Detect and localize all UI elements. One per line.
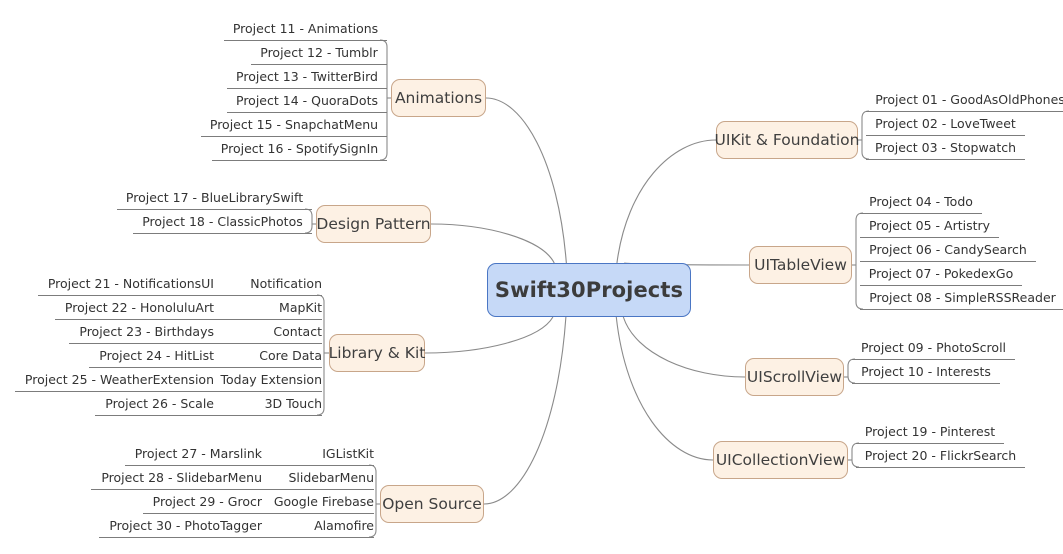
leaf-item[interactable]: Project 29 - Grocr Google Firebase: [143, 492, 374, 514]
branch-node-uikit-foundation[interactable]: UIKit & Foundation: [714, 121, 860, 159]
leaf-item[interactable]: Project 05 - Artistry: [860, 216, 999, 238]
root-node-label: Swift30Projects: [494, 278, 684, 302]
leaf-project-name: Project 09 - PhotoScroll: [860, 340, 1007, 355]
leaf-item[interactable]: Project 23 - Birthdays Contact: [69, 322, 322, 344]
leaf-project-name: Project 16 - SpotifySignIn: [220, 141, 379, 156]
branch-node-design-pattern[interactable]: Design Pattern: [316, 205, 431, 243]
leaf-item[interactable]: Project 25 - WeatherExtension Today Exten…: [15, 370, 322, 392]
leaf-project-name: Project 04 - Todo: [869, 194, 973, 209]
leaf-item[interactable]: Project 15 - SnapchatMenu: [201, 115, 387, 137]
leaf-project-name: Project 21 - NotificationsUI: [47, 276, 214, 291]
leaf-item[interactable]: Project 24 - HitList Core Data: [89, 346, 322, 368]
leaf-project-name: Project 19 - Pinterest: [864, 424, 996, 439]
leaf-project-name: Project 02 - LoveTweet: [875, 116, 1016, 131]
leaf-framework-tag: SlidebarMenu: [288, 470, 374, 485]
leaf-item[interactable]: Project 19 - Pinterest: [856, 422, 1004, 444]
leaf-item[interactable]: Project 04 - Todo: [860, 192, 982, 214]
leaf-item[interactable]: Project 01 - GoodAsOldPhones: [866, 90, 1063, 112]
leaf-framework-tag: Core Data: [259, 348, 322, 363]
leaf-item[interactable]: Project 26 - Scale 3D Touch: [95, 394, 322, 416]
leaf-item[interactable]: Project 12 - Tumblr: [251, 43, 387, 65]
leaf-project-name: Project 27 - Marslink: [134, 446, 262, 461]
leaf-project-name: Project 28 - SlidebarMenu: [101, 470, 262, 485]
leaf-project-name: Project 20 - FlickrSearch: [864, 448, 1017, 463]
leaf-project-name: Project 03 - Stopwatch: [874, 140, 1017, 155]
branch-node-label: Open Source: [382, 495, 482, 513]
branch-node-uicollectionview[interactable]: UICollectionView: [713, 441, 848, 479]
leaf-item[interactable]: Project 06 - CandySearch: [860, 240, 1036, 262]
leaf-project-name: Project 08 - SimpleRSSReader: [869, 290, 1056, 305]
leaf-item[interactable]: Project 20 - FlickrSearch: [856, 446, 1025, 468]
leaf-item[interactable]: Project 02 - LoveTweet: [866, 114, 1025, 136]
leaf-project-name: Project 24 - HitList: [99, 348, 214, 363]
leaf-project-name: Project 06 - CandySearch: [869, 242, 1027, 257]
leaf-item[interactable]: Project 09 - PhotoScroll: [852, 338, 1015, 360]
leaf-project-name: Project 05 - Artistry: [868, 218, 991, 233]
leaf-item[interactable]: Project 27 - Marslink IGListKit: [125, 444, 374, 466]
leaf-framework-tag: MapKit: [279, 300, 322, 315]
leaf-item[interactable]: Project 08 - SimpleRSSReader: [860, 288, 1063, 310]
leaf-project-name: Project 17 - BlueLibrarySwift: [125, 190, 304, 205]
leaf-item[interactable]: Project 18 - ClassicPhotos: [133, 212, 312, 234]
branch-node-label: UIScrollView: [746, 368, 843, 386]
branch-node-library-kit[interactable]: Library & Kit: [329, 334, 425, 372]
leaf-item[interactable]: Project 17 - BlueLibrarySwift: [117, 188, 312, 210]
leaf-project-name: Project 26 - Scale: [105, 396, 214, 411]
branch-node-uitableview[interactable]: UITableView: [749, 246, 852, 284]
leaf-item[interactable]: Project 16 - SpotifySignIn: [212, 139, 387, 161]
leaf-project-name: Project 22 - HonoluluArt: [64, 300, 214, 315]
leaf-framework-tag: Today Extension: [220, 372, 323, 387]
branch-node-open-source[interactable]: Open Source: [380, 485, 484, 523]
leaf-project-name: Project 10 - Interests: [861, 364, 991, 379]
branch-node-label: Library & Kit: [328, 344, 426, 362]
branch-node-animations[interactable]: Animations: [391, 79, 486, 117]
branch-node-label: UITableView: [754, 256, 847, 274]
leaf-project-name: Project 07 - PokedexGo: [868, 266, 1014, 281]
leaf-project-name: Project 13 - TwitterBird: [236, 69, 378, 84]
leaf-framework-tag: Alamofire: [314, 518, 374, 533]
leaf-item[interactable]: Project 07 - PokedexGo: [860, 264, 1022, 286]
leaf-framework-tag: Contact: [273, 324, 322, 339]
leaf-framework-tag: Notification: [250, 276, 322, 291]
root-node[interactable]: Swift30Projects: [487, 263, 691, 317]
leaf-item[interactable]: Project 22 - HonoluluArt MapKit: [55, 298, 322, 320]
leaf-framework-tag: IGListKit: [322, 446, 374, 461]
leaf-project-name: Project 11 - Animations: [232, 21, 379, 36]
leaf-item[interactable]: Project 11 - Animations: [224, 19, 387, 41]
leaf-item[interactable]: Project 28 - SlidebarMenu SlidebarMenu: [91, 468, 374, 490]
leaf-item[interactable]: Project 13 - TwitterBird: [227, 67, 387, 89]
branch-node-label: UIKit & Foundation: [714, 131, 860, 149]
leaf-project-name: Project 29 - Grocr: [152, 494, 262, 509]
leaf-project-name: Project 18 - ClassicPhotos: [142, 214, 303, 229]
branch-node-label: Design Pattern: [316, 215, 431, 233]
leaf-item[interactable]: Project 30 - PhotoTagger Alamofire: [99, 516, 374, 538]
branch-node-uiscrollview[interactable]: UIScrollView: [745, 358, 844, 396]
leaf-project-name: Project 25 - WeatherExtension: [24, 372, 214, 387]
branch-node-label: UICollectionView: [715, 451, 846, 469]
leaf-framework-tag: Google Firebase: [273, 494, 374, 509]
leaf-item[interactable]: Project 14 - QuoraDots: [227, 91, 387, 113]
branch-node-label: Animations: [394, 89, 483, 107]
leaf-project-name: Project 01 - GoodAsOldPhones: [875, 92, 1063, 107]
leaf-item[interactable]: Project 21 - NotificationsUI Notification: [38, 274, 322, 296]
leaf-item[interactable]: Project 03 - Stopwatch: [866, 138, 1025, 160]
leaf-project-name: Project 12 - Tumblr: [260, 45, 378, 60]
leaf-project-name: Project 23 - Birthdays: [79, 324, 214, 339]
leaf-project-name: Project 30 - PhotoTagger: [109, 518, 262, 533]
leaf-project-name: Project 14 - QuoraDots: [236, 93, 378, 108]
leaf-item[interactable]: Project 10 - Interests: [852, 362, 1000, 384]
leaf-project-name: Project 15 - SnapchatMenu: [209, 117, 379, 132]
leaf-framework-tag: 3D Touch: [264, 396, 322, 411]
